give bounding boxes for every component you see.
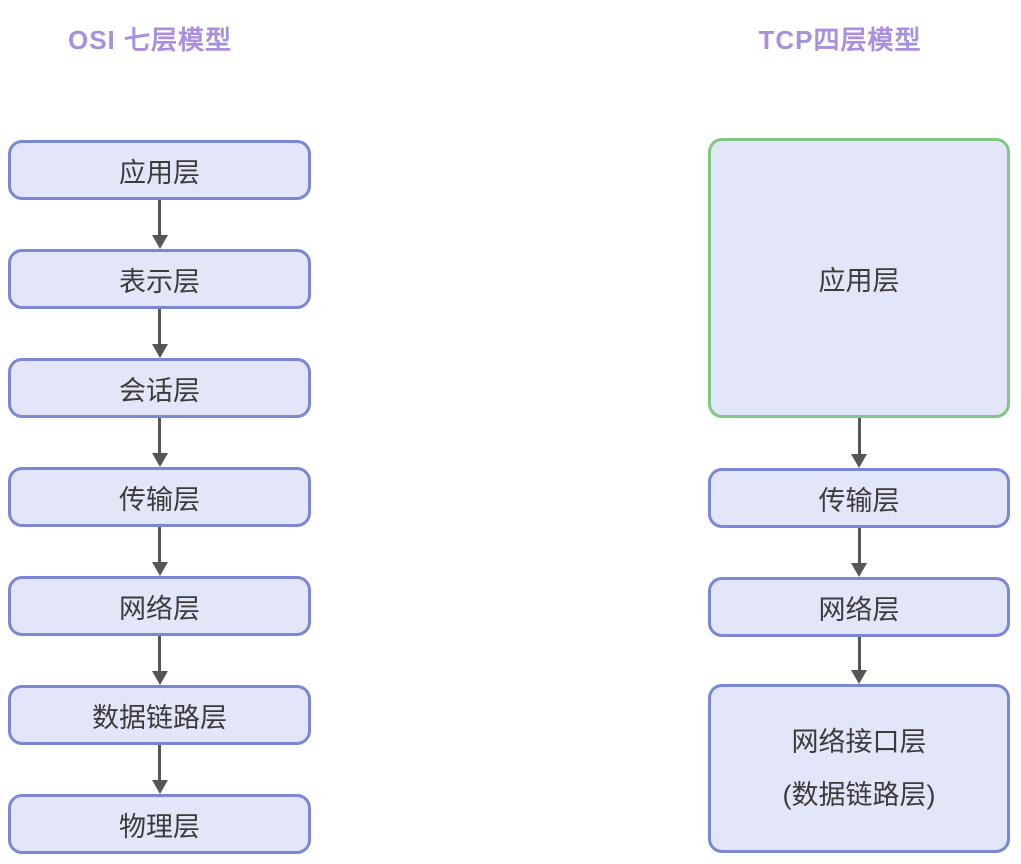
tcp-layer-sublabel: (数据链路层) bbox=[782, 779, 936, 810]
osi-column: 应用层 表示层 会话层 传输层 网络层 bbox=[8, 140, 311, 854]
arrow-line bbox=[158, 745, 161, 780]
arrow-down-icon bbox=[8, 745, 311, 794]
arrow-line bbox=[158, 527, 161, 562]
osi-layer-box-network: 网络层 bbox=[8, 576, 311, 636]
arrow-head bbox=[151, 562, 168, 576]
arrow-down-icon bbox=[8, 418, 311, 467]
arrow-down-icon bbox=[8, 527, 311, 576]
osi-layer-label: 网络层 bbox=[119, 593, 200, 624]
arrow-down-icon bbox=[708, 418, 1010, 468]
osi-layer-box-physical: 物理层 bbox=[8, 794, 311, 854]
arrow-head bbox=[851, 670, 867, 684]
tcp-layer-box-transport: 传输层 bbox=[708, 468, 1010, 528]
osi-model-title: OSI 七层模型 bbox=[67, 25, 232, 55]
osi-layer-box-application: 应用层 bbox=[8, 140, 311, 200]
osi-layer-label: 数据链路层 bbox=[92, 702, 227, 733]
arrow-line bbox=[857, 637, 861, 670]
osi-layer-box-session: 会话层 bbox=[8, 358, 311, 418]
arrow-down-icon bbox=[708, 637, 1010, 684]
arrow-line bbox=[158, 309, 161, 344]
tcp-layer-label: 网络接口层 bbox=[791, 726, 927, 757]
osi-layer-label: 应用层 bbox=[119, 157, 200, 188]
arrow-down-icon bbox=[708, 528, 1010, 577]
arrow-line bbox=[158, 636, 161, 671]
arrow-line bbox=[857, 528, 861, 563]
osi-layer-box-datalink: 数据链路层 bbox=[8, 685, 311, 745]
arrow-head bbox=[151, 235, 168, 249]
arrow-head bbox=[851, 454, 867, 468]
tcp-layer-box-network: 网络层 bbox=[708, 577, 1010, 637]
tcp-column: 应用层 传输层 网络层 网络接口层 (数据链路层) bbox=[708, 138, 1010, 853]
arrow-head bbox=[851, 563, 867, 577]
arrow-line bbox=[857, 418, 861, 454]
osi-layer-box-transport: 传输层 bbox=[8, 467, 311, 527]
osi-layer-label: 传输层 bbox=[119, 484, 200, 515]
arrow-down-icon bbox=[8, 200, 311, 249]
tcp-layer-label: 传输层 bbox=[818, 485, 900, 516]
arrow-line bbox=[158, 200, 161, 235]
arrow-down-icon bbox=[8, 636, 311, 685]
arrow-down-icon bbox=[8, 309, 311, 358]
tcp-layer-box-application: 应用层 bbox=[708, 138, 1010, 418]
tcp-layer-box-network-interface: 网络接口层 (数据链路层) bbox=[708, 684, 1010, 853]
arrow-head bbox=[151, 344, 168, 358]
tcp-model-title: TCP四层模型 bbox=[758, 25, 922, 55]
arrow-head bbox=[151, 453, 168, 467]
osi-layer-label: 物理层 bbox=[119, 811, 200, 842]
osi-layer-label: 表示层 bbox=[119, 266, 200, 297]
arrow-line bbox=[158, 418, 161, 453]
tcp-layer-label: 应用层 bbox=[818, 265, 900, 296]
tcp-layer-label: 网络层 bbox=[818, 594, 900, 625]
osi-layer-label: 会话层 bbox=[119, 375, 200, 406]
arrow-head bbox=[151, 671, 168, 685]
arrow-head bbox=[151, 780, 168, 794]
osi-layer-box-presentation: 表示层 bbox=[8, 249, 311, 309]
